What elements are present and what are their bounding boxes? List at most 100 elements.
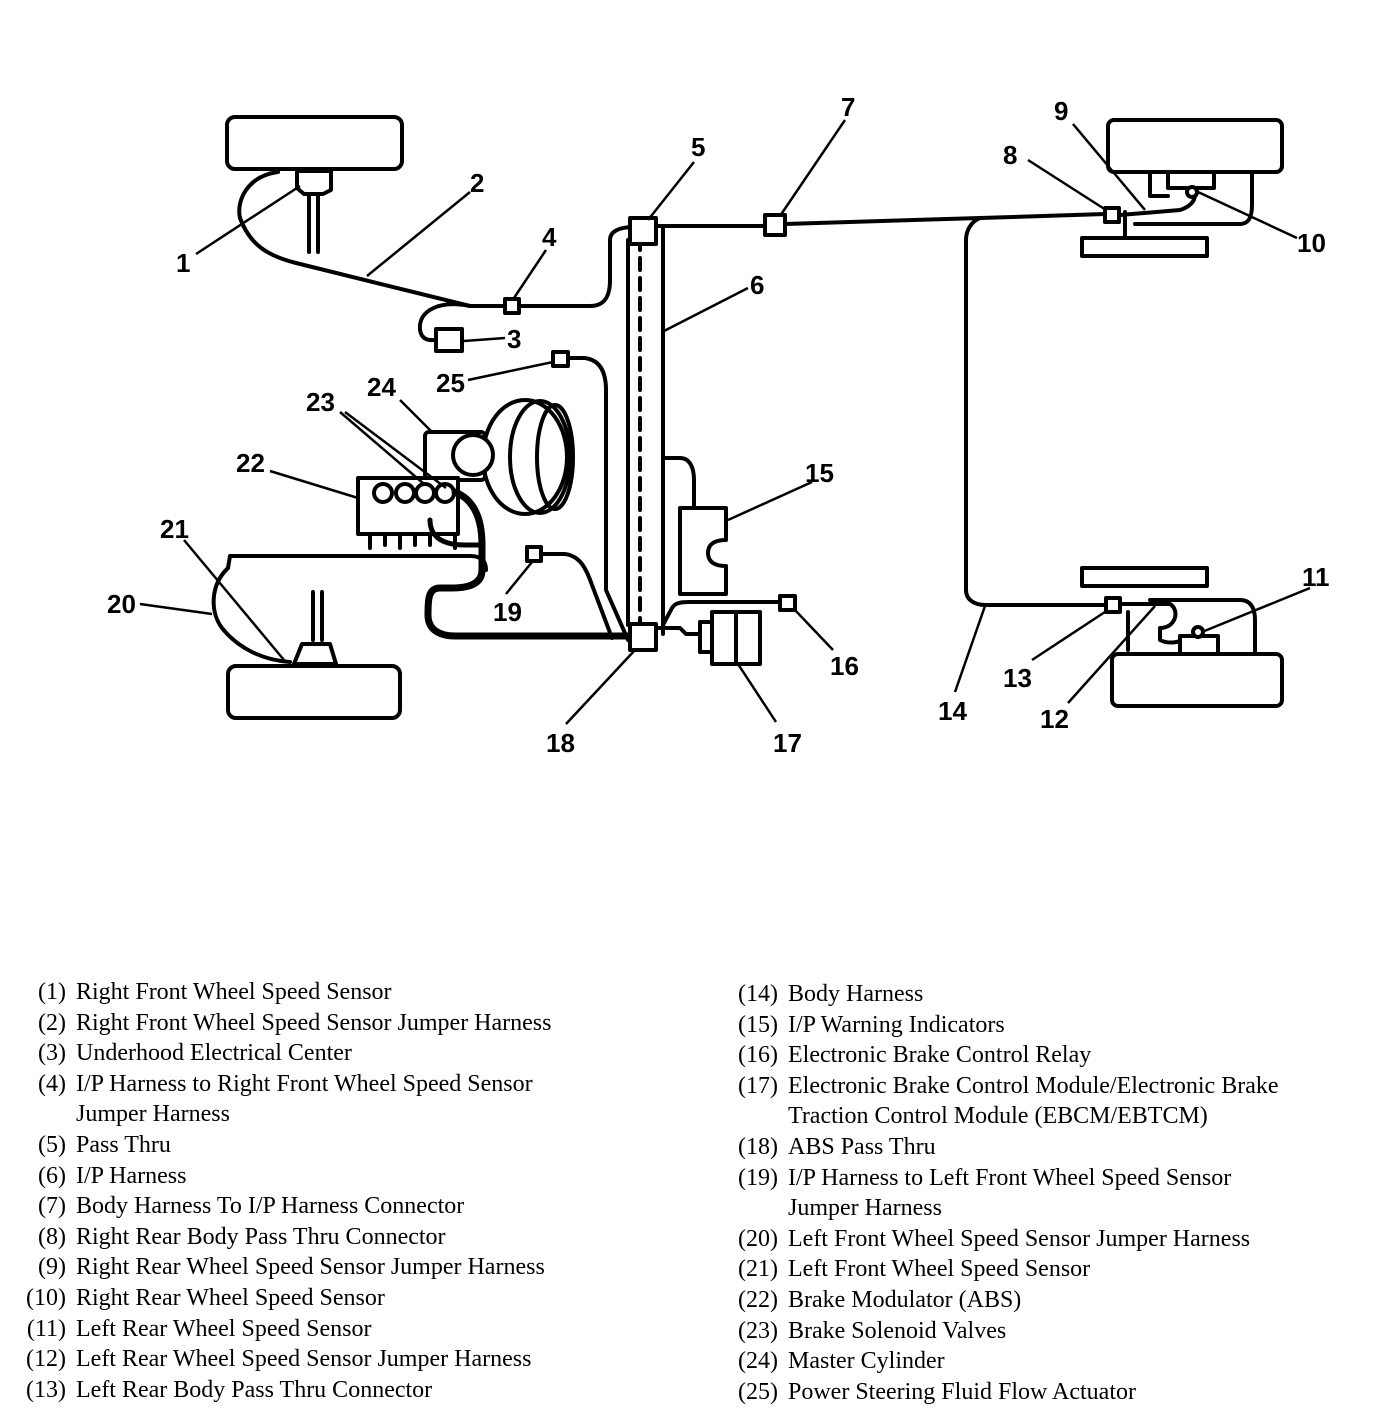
legend-item-number: (24) — [738, 1348, 778, 1375]
legend-item-number: (6) — [38, 1162, 66, 1189]
left-rear-rotor — [1080, 566, 1209, 588]
ip-warning-indicators — [678, 506, 728, 596]
brake-modulator-lines — [368, 532, 457, 550]
legend-item-text: Body Harness — [788, 979, 923, 1010]
legend-right: (14) Body Harness (15) I/P Warning Indicato… — [718, 979, 1388, 1407]
legend-item-text: Left Front Wheel Speed Sensor — [788, 1254, 1090, 1285]
callout-24: 24 — [367, 372, 396, 402]
leader-2 — [366, 191, 471, 277]
legend-item-text: Pass Thru — [76, 1130, 171, 1161]
legend-item: (17)Electronic Brake Control Module/Elec… — [718, 1071, 1388, 1132]
callout-4: 4 — [542, 222, 557, 252]
legend-item-line: Left Front Wheel Speed Sensor Jumper Har… — [788, 1225, 1251, 1252]
master-cylinder-cap — [451, 433, 495, 477]
legend-item-number: (16) — [738, 1042, 778, 1069]
legend-item-text: Master Cylinder — [788, 1346, 945, 1377]
brake-booster-ring — [508, 399, 572, 515]
legend-item-line: Right Rear Wheel Speed Sensor — [76, 1284, 385, 1311]
callout-23: 23 — [306, 387, 335, 417]
leader-3 — [463, 336, 506, 343]
legend-item-number: (14) — [738, 981, 778, 1007]
legend-item-text: Underhood Electrical Center — [76, 1038, 352, 1069]
callout-7: 7 — [841, 92, 855, 122]
legend-item: (9)Right Rear Wheel Speed Sensor Jumper … — [6, 1252, 686, 1283]
legend-item-line: Power Steering Fluid Flow Actuator — [788, 1378, 1136, 1405]
legend-item-number: (20) — [738, 1225, 778, 1252]
legend-item: (4) I/P Harness to Right Front Wheel Spee… — [6, 1069, 686, 1130]
leader-5 — [647, 161, 695, 221]
ip-harness-to-lf-wire — [538, 552, 614, 640]
pass-thru — [628, 216, 658, 246]
legend-item-number: (10) — [26, 1284, 66, 1311]
underhood-electrical-center — [434, 327, 464, 353]
legend-item-line: I/P Warning Indicators — [788, 1011, 1005, 1038]
legend-item: (5)Pass Thru — [6, 1130, 686, 1161]
callout-17: 17 — [773, 728, 802, 758]
leader-4 — [512, 249, 548, 299]
legend-item-text: Left Rear Wheel Speed Sensor — [76, 1314, 371, 1345]
leader-8 — [1027, 158, 1107, 212]
callout-10: 10 — [1297, 228, 1326, 258]
legend-item-number: (22) — [738, 1286, 778, 1313]
legend-item: (11)Left Rear Wheel Speed Sensor — [6, 1314, 686, 1345]
left-front-jumper-harness — [226, 554, 488, 572]
legend-item-text: I/P Harness to Right Front Wheel Speed S… — [76, 1069, 533, 1130]
legend-item-number: (3) — [38, 1040, 66, 1067]
legend-item-number: (8) — [38, 1223, 66, 1250]
leader-6 — [663, 286, 749, 333]
callout-2: 2 — [470, 168, 484, 198]
legend-item: (20) Left Front Wheel Speed Sensor Jumper… — [718, 1224, 1388, 1255]
legend-item-number: (15) — [738, 1011, 778, 1038]
legend-item-line: Pass Thru — [76, 1131, 171, 1158]
callout-25: 25 — [436, 368, 465, 398]
legend-item: (2)Right Front Wheel Speed Sensor Jumper… — [6, 1008, 686, 1039]
left-rear-axle — [1148, 598, 1257, 656]
legend-item-line: Brake Solenoid Valves — [788, 1317, 1007, 1344]
leader-25 — [467, 360, 554, 382]
legend-item: (12)Left Rear Wheel Speed Sensor Jumper … — [6, 1344, 686, 1375]
callout-19: 19 — [493, 597, 522, 627]
legend-item: (18)ABS Pass Thru — [718, 1132, 1388, 1163]
legend-item: (23)Brake Solenoid Valves — [718, 1316, 1388, 1347]
callout-12: 12 — [1040, 704, 1069, 734]
legend-item-line: Left Rear Body Pass Thru Connector — [76, 1376, 433, 1403]
right-rear-axle — [1123, 172, 1254, 238]
legend-item-text: ABS Pass Thru — [788, 1132, 936, 1163]
leader-13 — [1031, 608, 1109, 662]
legend-item: (15) I/P Warning Indicators — [718, 1010, 1388, 1041]
leader-17 — [736, 663, 778, 723]
legend-item-line: I/P Harness — [76, 1162, 187, 1189]
callout-15: 15 — [805, 458, 834, 488]
leader-1 — [195, 184, 301, 256]
leader-21 — [183, 539, 285, 661]
callout-6: 6 — [750, 270, 764, 300]
legend-item-number: (4) — [38, 1070, 66, 1097]
underhood-center-wire — [417, 302, 472, 343]
callout-8: 8 — [1003, 140, 1017, 170]
modulator-harness — [424, 488, 632, 640]
legend-item-line: Left Front Wheel Speed Sensor — [788, 1256, 1091, 1283]
abs-wiring-diagram: 1 2 3 4 5 6 7 8 9 10 11 12 13 14 15 16 1… — [107, 92, 1330, 758]
ip-to-lf-connector — [525, 545, 543, 563]
power-steering-connector — [551, 350, 570, 368]
legend-item-text: Right Rear Wheel Speed Sensor — [76, 1283, 385, 1314]
leader-14 — [953, 605, 987, 693]
legend-item: (10) Right Rear Wheel Speed Sensor — [6, 1283, 686, 1314]
ip-harness-to-rf-connector-wire — [516, 225, 636, 308]
callout-11: 11 — [1302, 562, 1330, 592]
legend-item-line: Traction Control Module (EBCM/EBTCM) — [788, 1103, 1208, 1130]
legend-item-number: (17) — [738, 1072, 778, 1099]
legend-item-number: (12) — [26, 1346, 66, 1373]
right-front-hub — [295, 169, 333, 196]
legend-item-line: Right Rear Body Pass Thru Connector — [76, 1223, 446, 1250]
body-harness — [783, 216, 1110, 607]
legend-item-number: (25) — [738, 1378, 778, 1405]
right-rear-axle — [1148, 170, 1170, 198]
legend-item-number: (13) — [26, 1376, 66, 1403]
legend-item-text: I/P Harness to Left Front Wheel Speed Se… — [788, 1163, 1231, 1224]
legend-item-line: Electronic Brake Control Relay — [788, 1042, 1092, 1069]
left-rear-pass-thru-connector — [1104, 596, 1122, 614]
ip-to-rf-connector — [503, 297, 521, 315]
legend-item-line: Body Harness To I/P Harness Connector — [76, 1193, 465, 1220]
power-steering-wire — [566, 356, 630, 642]
